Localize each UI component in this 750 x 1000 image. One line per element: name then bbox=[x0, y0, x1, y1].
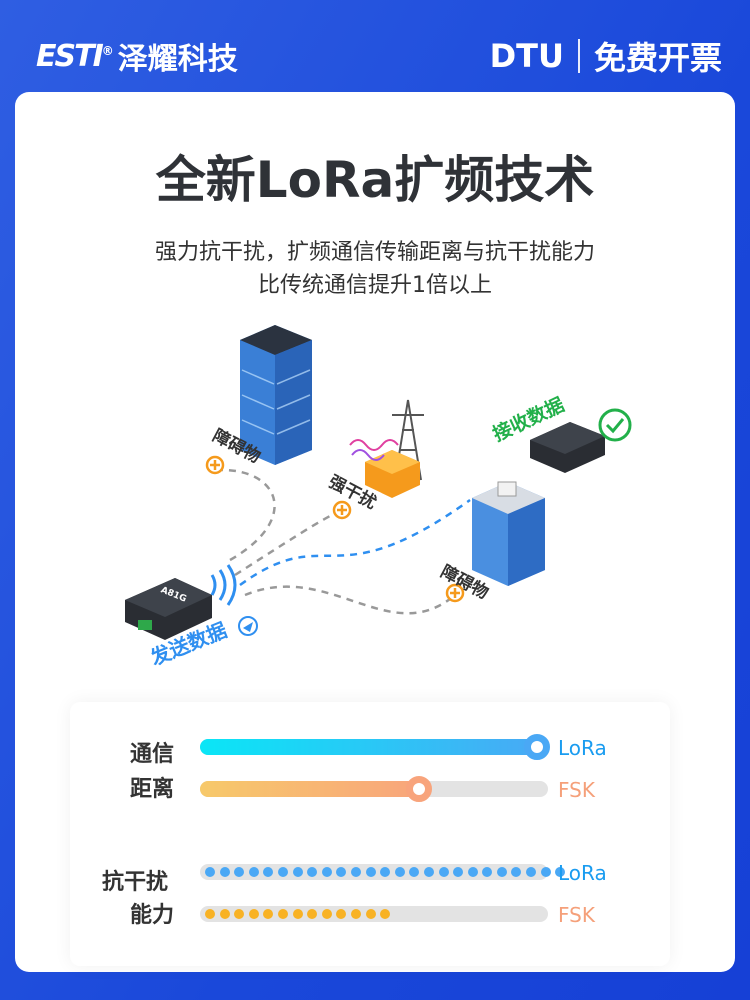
send-arrow-icon bbox=[238, 616, 258, 636]
level-dot bbox=[248, 909, 259, 919]
lora-dots bbox=[205, 867, 566, 877]
fsk-distance-tag: FSK bbox=[558, 778, 595, 802]
level-dot bbox=[467, 867, 478, 877]
fsk-interference-tag: FSK bbox=[558, 903, 595, 927]
level-dot bbox=[292, 867, 303, 877]
header-right: DTU 免费开票 bbox=[490, 34, 722, 78]
level-dot bbox=[219, 909, 230, 919]
interference-label-1: 抗干扰 bbox=[102, 870, 169, 895]
level-dot bbox=[263, 867, 274, 877]
level-dot bbox=[380, 867, 391, 877]
level-dot bbox=[292, 909, 303, 919]
power-tower-icon bbox=[392, 399, 424, 481]
level-dot bbox=[409, 867, 420, 877]
lora-interference-tag: LoRa bbox=[558, 861, 607, 885]
level-dot bbox=[540, 867, 551, 877]
divider bbox=[577, 39, 580, 73]
level-dot bbox=[365, 909, 376, 919]
level-dot bbox=[555, 867, 566, 877]
distance-label-2: 距离 bbox=[130, 777, 175, 802]
logo-mark: ESTI® bbox=[36, 38, 114, 74]
level-dot bbox=[263, 909, 274, 919]
level-dot bbox=[453, 867, 464, 877]
brand-name: 泽耀科技 bbox=[117, 42, 238, 77]
fsk-interference-bar bbox=[200, 906, 548, 922]
brand-logo: ESTI® 泽耀科技 bbox=[36, 34, 238, 78]
building-right-icon bbox=[472, 481, 545, 586]
level-dot bbox=[219, 867, 230, 877]
level-dot bbox=[205, 867, 215, 877]
lora-distance-knob bbox=[524, 734, 550, 760]
lora-distance-tag: LoRa bbox=[558, 736, 607, 760]
level-dot bbox=[350, 867, 361, 877]
distance-label-1: 通信 bbox=[130, 742, 175, 767]
interference-label-2: 能力 bbox=[130, 903, 175, 928]
wifi-signal-icon bbox=[210, 564, 237, 606]
level-dot bbox=[438, 867, 449, 877]
level-dot bbox=[277, 867, 288, 877]
interference-waves-icon bbox=[349, 439, 399, 461]
level-dot bbox=[511, 867, 522, 877]
level-dot bbox=[234, 867, 245, 877]
path-interference bbox=[234, 508, 343, 577]
level-dot bbox=[380, 909, 391, 919]
level-dot bbox=[394, 867, 405, 877]
receiver-device-icon bbox=[530, 422, 605, 473]
lora-distance-fill bbox=[200, 739, 548, 755]
level-dot bbox=[496, 867, 507, 877]
fsk-dots bbox=[205, 909, 391, 919]
level-dot bbox=[248, 867, 259, 877]
level-dot bbox=[321, 867, 332, 877]
subtitle-line-2: 比传统通信提升1倍以上 bbox=[258, 273, 492, 298]
level-dot bbox=[307, 867, 318, 877]
check-circle-icon bbox=[598, 408, 632, 442]
fsk-distance-fill bbox=[200, 781, 427, 797]
level-dot bbox=[526, 867, 537, 877]
level-dot bbox=[307, 909, 318, 919]
level-dot bbox=[234, 909, 245, 919]
subtitle-line-1: 强力抗干扰，扩频通信传输距离与抗干扰能力 bbox=[154, 240, 595, 265]
lora-distance-bar bbox=[200, 734, 550, 760]
level-dot bbox=[205, 909, 215, 919]
path-obstacle-2 bbox=[244, 585, 456, 615]
sender-device-icon bbox=[125, 578, 212, 640]
level-dot bbox=[350, 909, 361, 919]
level-dot bbox=[321, 909, 332, 919]
level-dot bbox=[277, 909, 288, 919]
fsk-distance-bar bbox=[200, 776, 548, 802]
generator-icon bbox=[365, 450, 420, 498]
promo-text: 免费开票 bbox=[593, 39, 722, 77]
level-dot bbox=[365, 867, 376, 877]
page-title: 全新LoRa扩频技术 bbox=[155, 151, 595, 209]
level-dot bbox=[423, 867, 434, 877]
lora-interference-bar bbox=[200, 864, 566, 880]
level-dot bbox=[336, 909, 347, 919]
path-obstacle-1 bbox=[221, 468, 276, 562]
fsk-distance-knob bbox=[406, 776, 433, 802]
product-name: DTU bbox=[489, 37, 564, 75]
building-tall-icon bbox=[240, 325, 312, 465]
network-illustration bbox=[125, 325, 632, 640]
level-dot bbox=[336, 867, 347, 877]
level-dot bbox=[482, 867, 493, 877]
